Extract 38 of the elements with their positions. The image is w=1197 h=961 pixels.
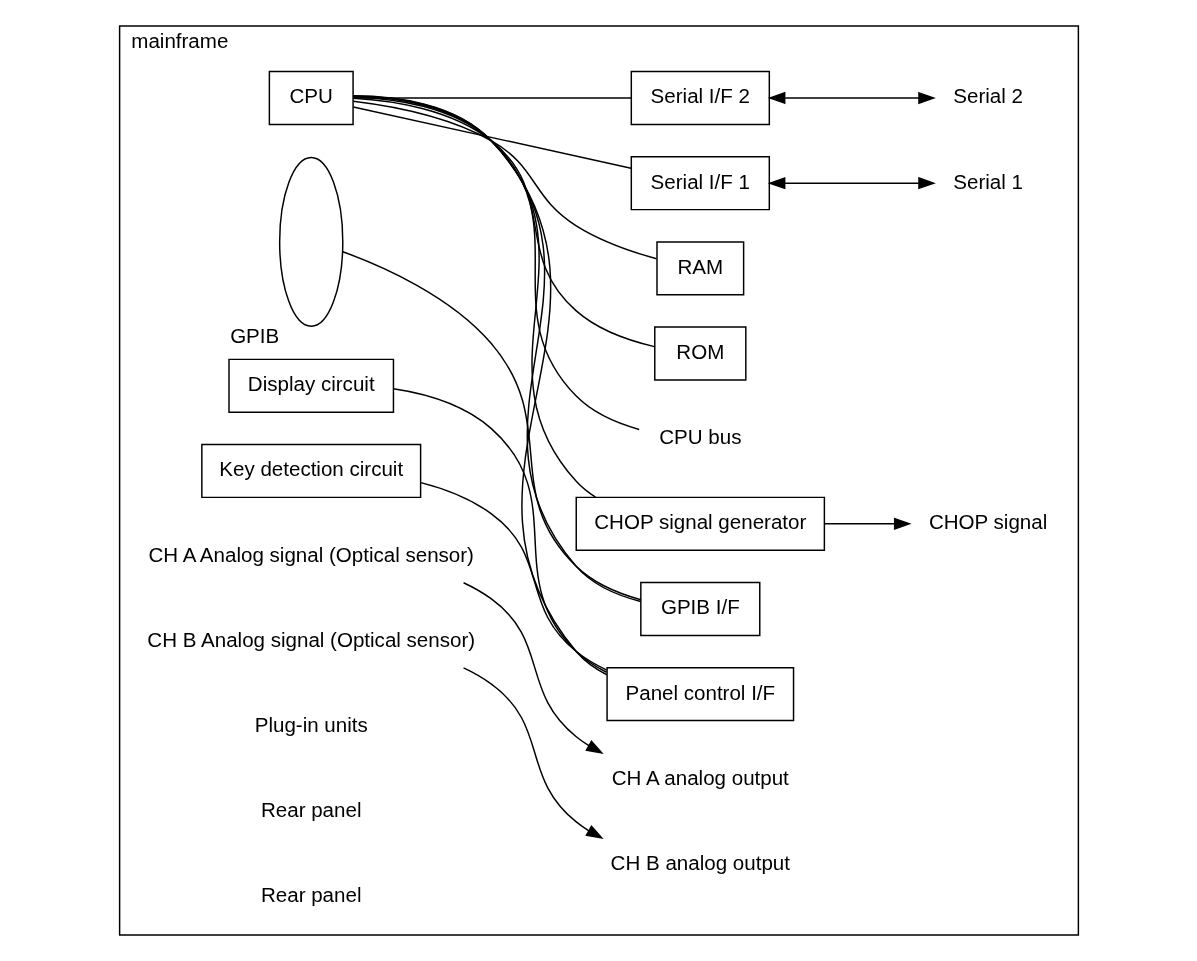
node-text: CPU bus xyxy=(658,425,741,449)
node-text: CH B analog output xyxy=(610,850,790,874)
arrow xyxy=(823,517,912,530)
node-box: CPU xyxy=(268,70,354,126)
node-text: CHOP signal xyxy=(928,510,1047,534)
node-text: CH A analog output xyxy=(611,765,789,789)
node-box: Serial I/F 2 xyxy=(630,70,770,126)
label: Rear panel xyxy=(260,798,361,822)
connector xyxy=(352,100,657,260)
arrow xyxy=(462,667,604,840)
connector xyxy=(392,388,607,673)
node-box: ROM xyxy=(653,326,747,381)
connector xyxy=(352,95,607,676)
node-text: CH A Analog signal (Optical sensor) xyxy=(147,542,474,566)
node-box: GPIB I/F xyxy=(639,581,760,637)
node-box: Panel control I/F xyxy=(605,666,794,722)
connector xyxy=(341,251,642,601)
arrow xyxy=(767,91,936,105)
node-oval xyxy=(278,156,344,328)
connector xyxy=(419,481,607,671)
node-box: Key detection circuit xyxy=(200,443,421,499)
label: Plug-in units xyxy=(254,712,368,736)
connector xyxy=(352,96,640,431)
node-label: GPIB xyxy=(229,323,279,347)
node-text: Serial 2 xyxy=(952,84,1023,108)
arrow xyxy=(767,177,936,190)
node-text: CH B Analog signal (Optical sensor) xyxy=(146,627,475,651)
connector xyxy=(351,95,641,603)
node-box: RAM xyxy=(655,241,744,296)
node-box: CHOP signal generator xyxy=(575,496,825,551)
connector xyxy=(352,97,655,348)
node-box: Serial I/F 1 xyxy=(630,156,770,211)
connector xyxy=(352,97,632,99)
label: Rear panel xyxy=(260,883,361,907)
node-box: Display circuit xyxy=(227,358,394,413)
connector xyxy=(352,106,632,169)
arrow xyxy=(462,582,604,754)
node-text: Serial 1 xyxy=(952,169,1023,193)
